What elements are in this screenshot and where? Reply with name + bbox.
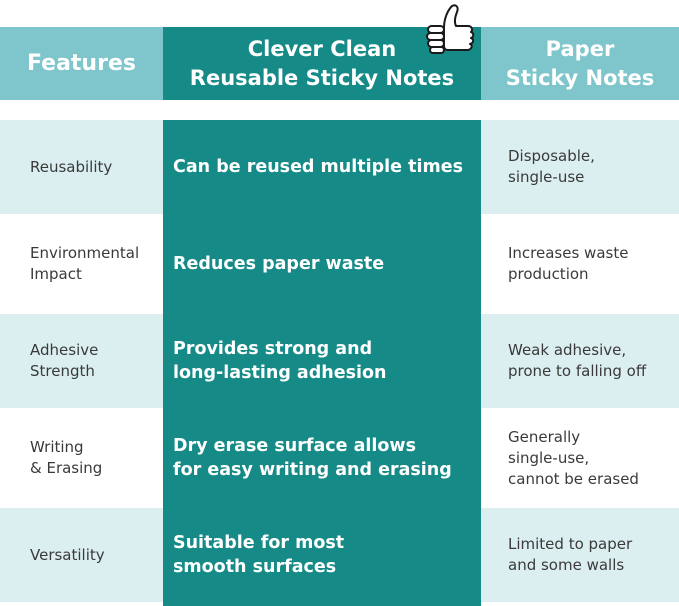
clever-text: Dry erase surface allows — [173, 436, 417, 456]
paper-text: Weak adhesive, — [508, 341, 627, 359]
paper-writing-erasing: Generally single-use, cannot be erased — [481, 411, 679, 505]
paper-text: and some walls — [508, 556, 625, 574]
paper-text: Limited to paper — [508, 535, 633, 553]
paper-text: cannot be erased — [508, 469, 639, 488]
clever-environmental-impact: Reduces paper waste — [163, 217, 481, 311]
feature-text: Versatility — [30, 545, 105, 564]
paper-text: single-use, — [508, 448, 590, 467]
feature-reusability: Reusability — [0, 120, 163, 214]
clever-adhesive-strength: Provides strong and long-lasting adhesio… — [163, 314, 481, 408]
header-clever-line1: Clever Clean — [247, 36, 397, 61]
feature-adhesive-strength: Adhesive Strength — [0, 314, 163, 408]
feature-writing-erasing: Writing & Erasing — [0, 411, 163, 505]
feature-text: Environmental — [30, 244, 140, 262]
header-clever-line2: Reusable Sticky Notes — [189, 65, 455, 90]
paper-text: prone to falling off — [508, 362, 647, 380]
feature-text: Adhesive — [30, 341, 99, 359]
feature-text: Writing — [30, 438, 84, 456]
header-paper-line2: Sticky Notes — [505, 65, 655, 90]
paper-text: Generally — [508, 427, 581, 446]
feature-text: Reusability — [30, 157, 113, 176]
header-paper-sticky-notes: Paper Sticky Notes — [481, 27, 679, 100]
header-features-label: Features — [27, 51, 136, 76]
paper-environmental-impact: Increases waste production — [481, 217, 679, 311]
clever-text: Suitable for most — [173, 533, 345, 553]
clever-text: Can be reused multiple times — [173, 157, 463, 177]
header-features: Features — [0, 27, 163, 100]
thumbs-up-icon — [426, 4, 475, 54]
paper-text: Disposable, — [508, 147, 595, 165]
paper-text: Increases waste — [508, 244, 629, 262]
feature-text: & Erasing — [30, 459, 103, 477]
clever-text: for easy writing and erasing — [173, 460, 452, 480]
feature-text: Strength — [30, 362, 95, 380]
feature-text: Impact — [30, 265, 82, 283]
header-paper-line1: Paper — [545, 36, 615, 61]
paper-adhesive-strength: Weak adhesive, prone to falling off — [481, 314, 679, 408]
clever-clean-column — [163, 120, 481, 606]
paper-reusability: Disposable, single-use — [481, 120, 679, 214]
clever-reusability: Can be reused multiple times — [163, 120, 481, 214]
paper-text: production — [508, 265, 589, 283]
clever-writing-erasing: Dry erase surface allows for easy writin… — [163, 411, 481, 505]
feature-environmental-impact: Environmental Impact — [0, 217, 163, 311]
clever-text: long-lasting adhesion — [173, 363, 387, 383]
clever-text: Reduces paper waste — [173, 254, 385, 274]
paper-text: single-use — [508, 168, 585, 186]
clever-text: smooth surfaces — [173, 557, 337, 577]
feature-versatility: Versatility — [0, 508, 163, 602]
paper-versatility: Limited to paper and some walls — [481, 508, 679, 602]
clever-text: Provides strong and — [173, 339, 373, 359]
clever-versatility: Suitable for most smooth surfaces — [163, 508, 481, 602]
